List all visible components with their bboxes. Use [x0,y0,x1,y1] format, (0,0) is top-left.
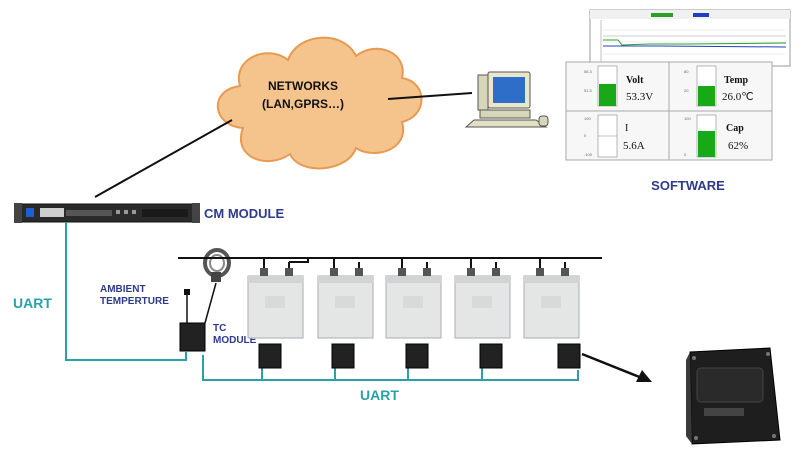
cm-to-network-line [94,119,233,198]
battery-cell [454,258,511,339]
uart-label-bottom: UART [360,387,399,403]
svg-text:80: 80 [684,69,689,74]
tile-current: 100 0 -100 I 5.6A [584,114,645,158]
tc-module-box [179,322,206,352]
ambient-label-line2: TEMPERTURE [100,296,169,307]
svg-text:-100: -100 [584,152,593,157]
volt-gauge-fill [599,84,616,106]
current-value: 5.6A [623,140,645,152]
uart-bus [202,355,579,381]
current-clamp-icon [203,248,231,282]
svg-text:0: 0 [684,152,687,157]
network-cloud: NETWORKS (LAN,GPRS…) [216,36,423,170]
battery-string [247,258,580,339]
software-label: SOFTWARE [651,178,725,193]
capacity-value: 62% [728,140,748,152]
capacity-gauge-fill [698,131,715,157]
ambient-label-line1: AMBIENT [100,284,146,295]
tc-module-label-line1: TC [213,323,226,334]
monitor-module [479,343,503,369]
battery-cell [523,258,580,339]
tile-capacity: 100 0 Cap 62% [684,114,748,158]
svg-text:20: 20 [684,88,689,93]
tile-volt: 56.3 51.5 Volt 53.3V [584,65,653,107]
current-title: I [625,123,628,134]
svg-text:100: 100 [584,116,591,121]
arrow-line [581,352,643,380]
svg-text:51.5: 51.5 [584,88,593,93]
svg-text:100: 100 [684,116,691,121]
temp-title: Temp [724,75,749,86]
volt-value: 53.3V [626,91,653,103]
monitor-module [557,343,581,369]
temperature-sensor-icon [184,289,190,295]
cm-module-device [14,203,200,223]
svg-text:56.3: 56.3 [584,69,593,74]
temp-value: 26.0℃ [722,91,754,103]
battery-monitor-modules [258,343,581,369]
computer-icon [464,71,549,128]
capacity-title: Cap [726,123,744,134]
battery-cell [247,258,304,339]
svg-text:0: 0 [584,133,587,138]
arrow-head-icon [636,370,652,382]
battery-cell [317,258,374,339]
uart-label-left: UART [13,295,52,311]
volt-title: Volt [626,75,644,86]
software-screenshot: 56.3 51.5 Volt 53.3V 80 20 Temp 26.0℃ 10… [565,9,791,161]
tile-temp: 80 20 Temp 26.0℃ [684,65,754,107]
external-monitor-device [686,347,781,445]
cm-module-label: CM MODULE [204,206,284,221]
network-label-line1: NETWORKS [268,79,338,93]
tc-module-label-line2: MODULE [213,335,257,346]
network-label-line2: (LAN,GPRS…) [262,97,344,111]
monitor-module [331,343,355,369]
network-to-pc-line [387,92,473,100]
monitor-module [258,343,282,369]
battery-cell [385,258,442,339]
monitor-module [405,343,429,369]
temp-gauge-fill [698,86,715,106]
uart-wire [65,222,187,361]
